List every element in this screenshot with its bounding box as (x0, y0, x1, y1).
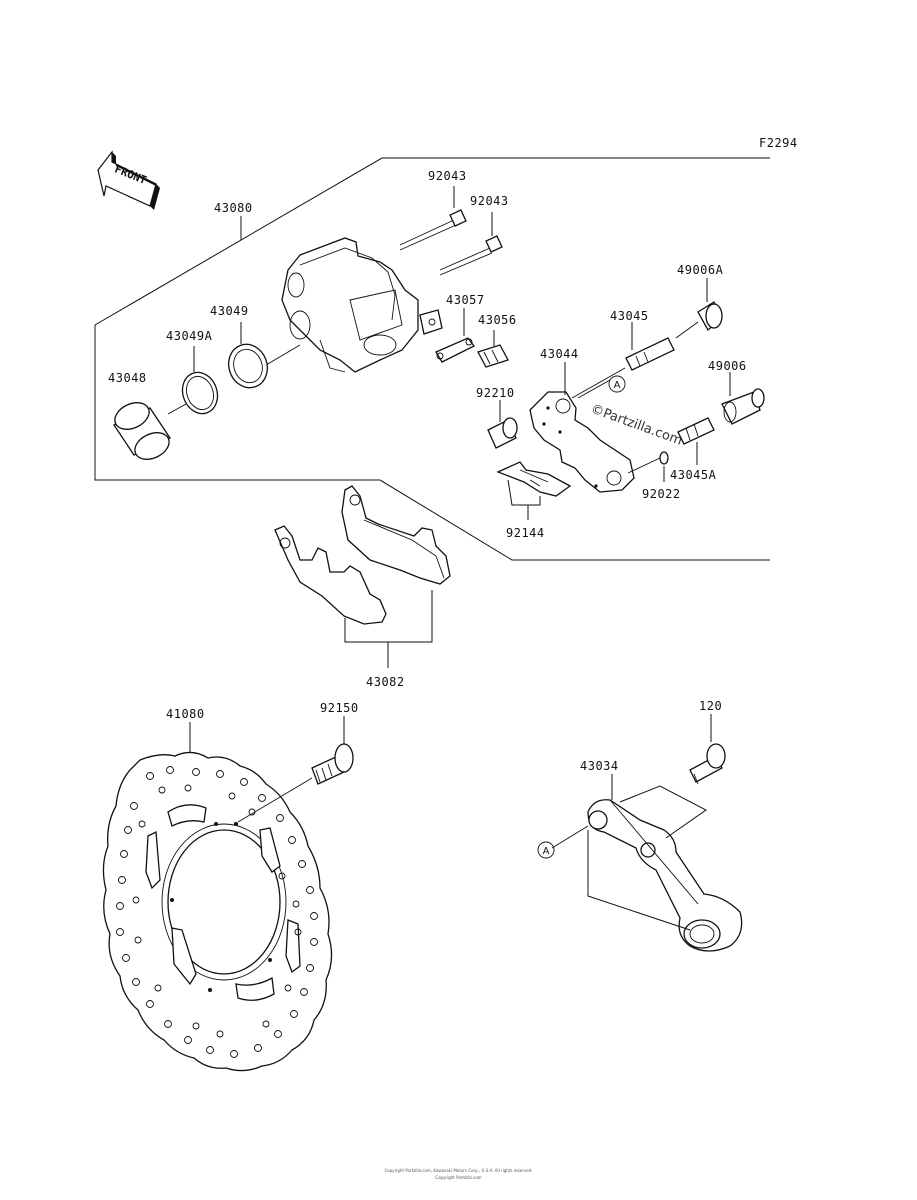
torque-link-bolt (689, 714, 726, 785)
reference-marker-a-link: A (537, 825, 589, 859)
torque-link (587, 774, 743, 952)
brake-piston (113, 402, 187, 460)
rubber-boot-49006 (721, 372, 765, 425)
pad-spring (496, 461, 572, 520)
label-43049: 43049 (210, 304, 249, 318)
label-43034: 43034 (580, 759, 619, 773)
figure-code: F2294 (759, 136, 798, 150)
label-41080: 41080 (166, 707, 205, 721)
label-43044: 43044 (540, 347, 579, 361)
front-arrow-icon: FRONT (97, 150, 160, 210)
circlip-92022 (627, 451, 669, 482)
brake-disc (102, 722, 333, 1072)
label-43045A: 43045A (670, 468, 717, 482)
label-49006A: 49006A (677, 263, 724, 277)
label-92210: 92210 (476, 386, 515, 400)
footer-copyright: Copyright Partzilla.com, Kawasaki Motors… (384, 1168, 533, 1173)
label-92144: 92144 (506, 526, 545, 540)
label-43045: 43045 (610, 309, 649, 323)
label-43048: 43048 (108, 371, 147, 385)
footer-copyright-2: Copyright Partzilla.com (435, 1175, 482, 1180)
label-43056: 43056 (478, 313, 517, 327)
label-43082: 43082 (366, 675, 405, 689)
label-43057: 43057 (446, 293, 485, 307)
label-92150: 92150 (320, 701, 359, 715)
sleeve-92210 (487, 400, 518, 449)
caliper-bracket (529, 362, 635, 493)
caliper-pin-bolts (399, 186, 503, 276)
bracket-pin-43045 (571, 322, 675, 399)
brake-pads (274, 485, 451, 668)
rubber-boot-49006A (675, 278, 723, 339)
caliper-assembly-outline (94, 157, 770, 561)
svg-text:A: A (543, 846, 550, 857)
disc-bolt (237, 716, 354, 823)
label-92043-upper: 92043 (428, 169, 467, 183)
label-92043-lower: 92043 (470, 194, 509, 208)
label-43049A: 43049A (166, 329, 213, 343)
label-120: 120 (699, 699, 722, 713)
piston-seals (181, 322, 269, 415)
label-43080: 43080 (214, 201, 253, 215)
label-49006: 49006 (708, 359, 747, 373)
bracket-pin-43045A (677, 417, 715, 465)
reference-marker-a: A (577, 375, 626, 399)
label-92022: 92022 (642, 487, 681, 501)
brake-caliper-body (265, 237, 443, 373)
bleeder-valve (435, 308, 509, 368)
svg-text:A: A (614, 380, 621, 391)
